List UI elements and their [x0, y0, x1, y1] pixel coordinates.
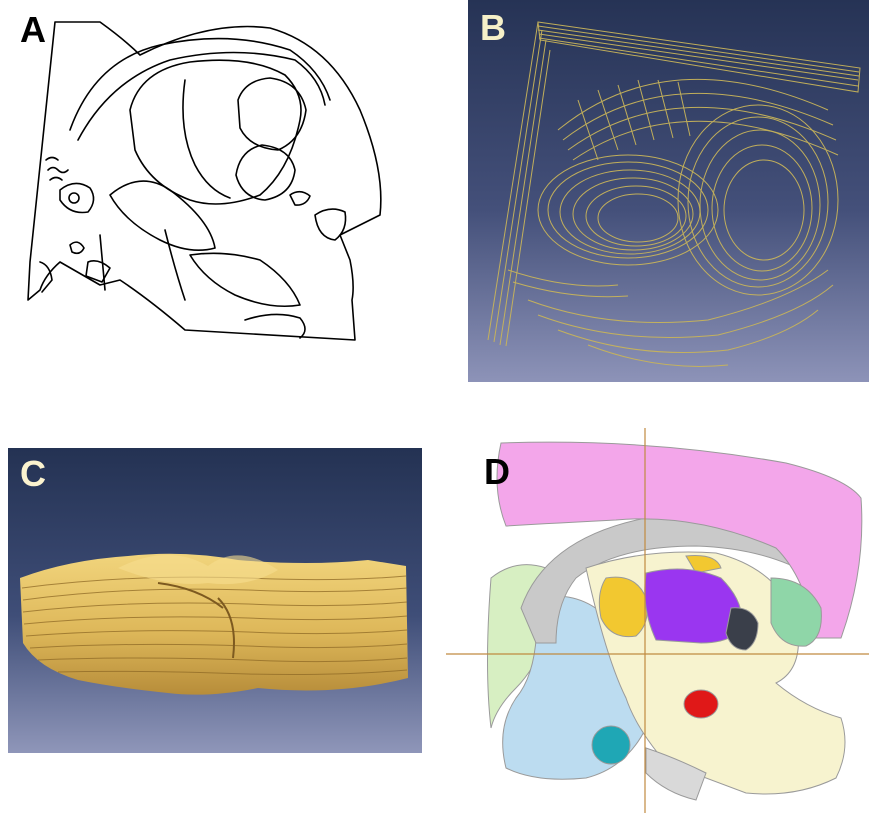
wireframe-contour-rings-right — [678, 105, 838, 295]
outline-small-region-2 — [70, 242, 84, 253]
outline-eye-ring — [69, 193, 79, 203]
wireframe-contour-rings-left — [538, 155, 718, 265]
panel-d-segmented-render: D — [446, 428, 869, 813]
contour-outline-drawing — [0, 0, 400, 360]
wireframe-bottom-contours — [508, 270, 833, 366]
wireframe-top-arcs — [558, 79, 838, 160]
wireframe-drawing — [468, 0, 869, 382]
surface-drawing — [8, 448, 422, 753]
outline-region-4 — [236, 145, 295, 200]
panel-a-contour-outline: A — [0, 0, 400, 360]
panel-d-label: D — [484, 454, 510, 490]
outline-region-5 — [110, 181, 215, 250]
panel-a-label: A — [20, 12, 46, 48]
panel-c-label: C — [20, 456, 46, 492]
outline-eye-region — [60, 183, 94, 212]
region-teal — [592, 726, 630, 764]
outline-vertical-line — [100, 230, 185, 300]
wireframe-top-slab — [538, 22, 860, 92]
panel-b-label: B — [480, 10, 506, 46]
region-red — [684, 690, 718, 718]
outline-small-region-1 — [290, 192, 310, 205]
outline-inner-arc-1 — [70, 39, 330, 130]
panel-b-wireframe-render: B — [468, 0, 869, 382]
outline-region-2 — [183, 80, 230, 198]
outline-region-6 — [190, 253, 300, 306]
outline-outer-boundary — [28, 22, 381, 340]
panel-c-surface-render: C — [8, 448, 422, 753]
outline-wavy-edge — [46, 158, 68, 181]
wireframe-left-edge — [488, 22, 550, 346]
